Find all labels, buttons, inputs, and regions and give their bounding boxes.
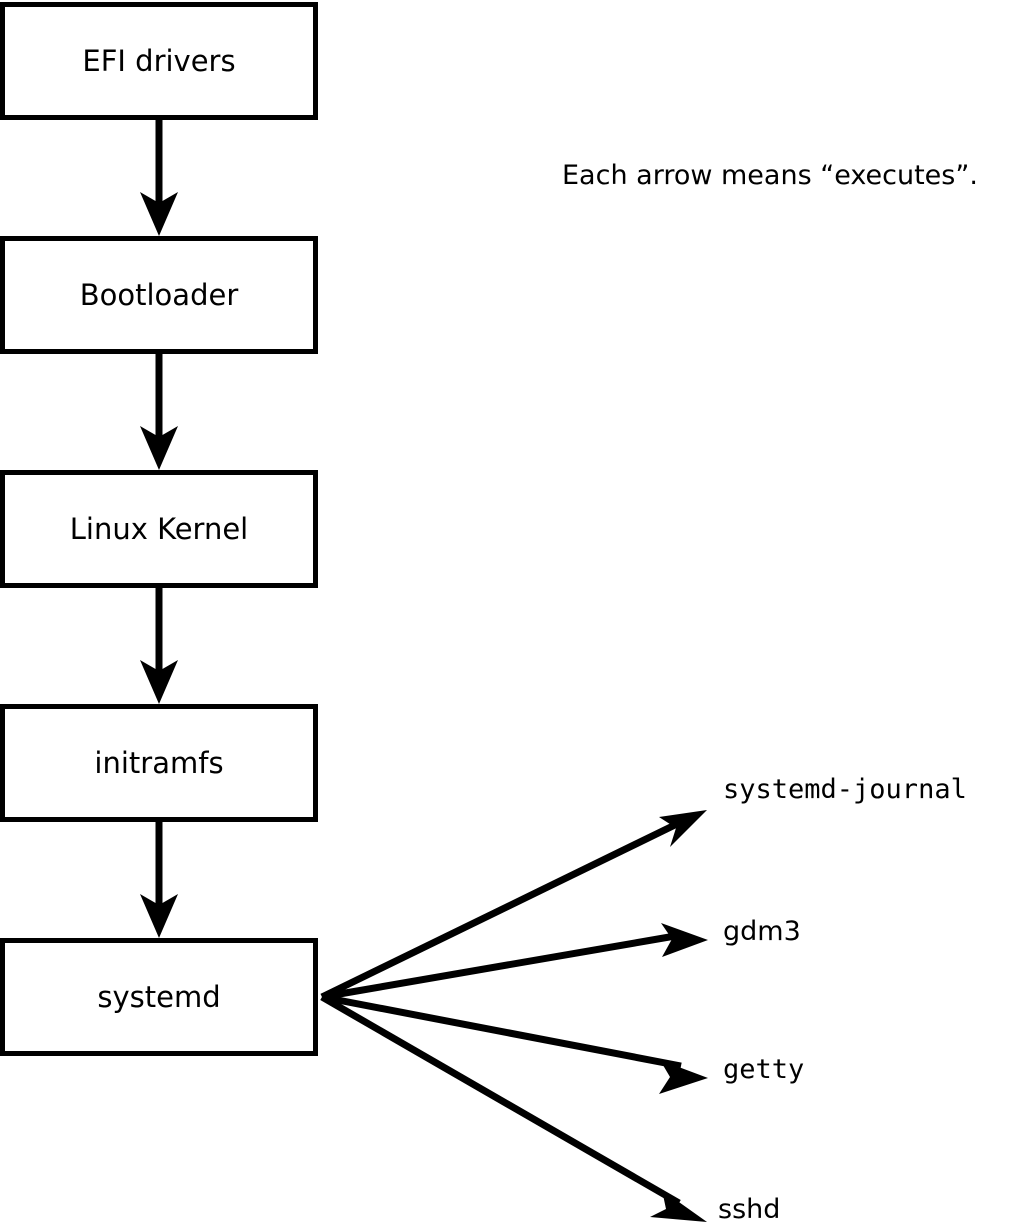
node-initramfs: initramfs xyxy=(0,704,318,822)
leaf-systemd-journal: systemd-journal xyxy=(723,774,967,805)
node-bootloader-label: Bootloader xyxy=(79,277,239,312)
arrow-systemd-to-systemd-journal xyxy=(320,810,707,1001)
arrow-efi-to-bootloader xyxy=(140,120,178,236)
node-initramfs-label: initramfs xyxy=(94,745,224,780)
arrow-linux-kernel-to-initramfs xyxy=(140,588,178,704)
node-systemd-label: systemd xyxy=(97,979,221,1014)
node-efi-drivers: EFI drivers xyxy=(0,2,318,120)
node-bootloader: Bootloader xyxy=(0,236,318,354)
arrow-systemd-to-sshd xyxy=(320,993,707,1222)
node-efi-drivers-label: EFI drivers xyxy=(82,43,236,78)
legend-note: Each arrow means “executes”. xyxy=(562,160,978,191)
arrow-bootloader-to-linux-kernel xyxy=(140,354,178,470)
leaf-gdm3: gdm3 xyxy=(723,916,801,947)
arrow-systemd-to-getty xyxy=(321,993,708,1094)
arrow-systemd-to-gdm3 xyxy=(321,923,708,1001)
node-linux-kernel-label: Linux Kernel xyxy=(69,511,249,546)
arrow-initramfs-to-systemd xyxy=(140,822,178,938)
node-systemd: systemd xyxy=(0,938,318,1056)
leaf-getty: getty xyxy=(723,1054,805,1085)
node-linux-kernel: Linux Kernel xyxy=(0,470,318,588)
leaf-sshd: sshd xyxy=(718,1194,781,1225)
